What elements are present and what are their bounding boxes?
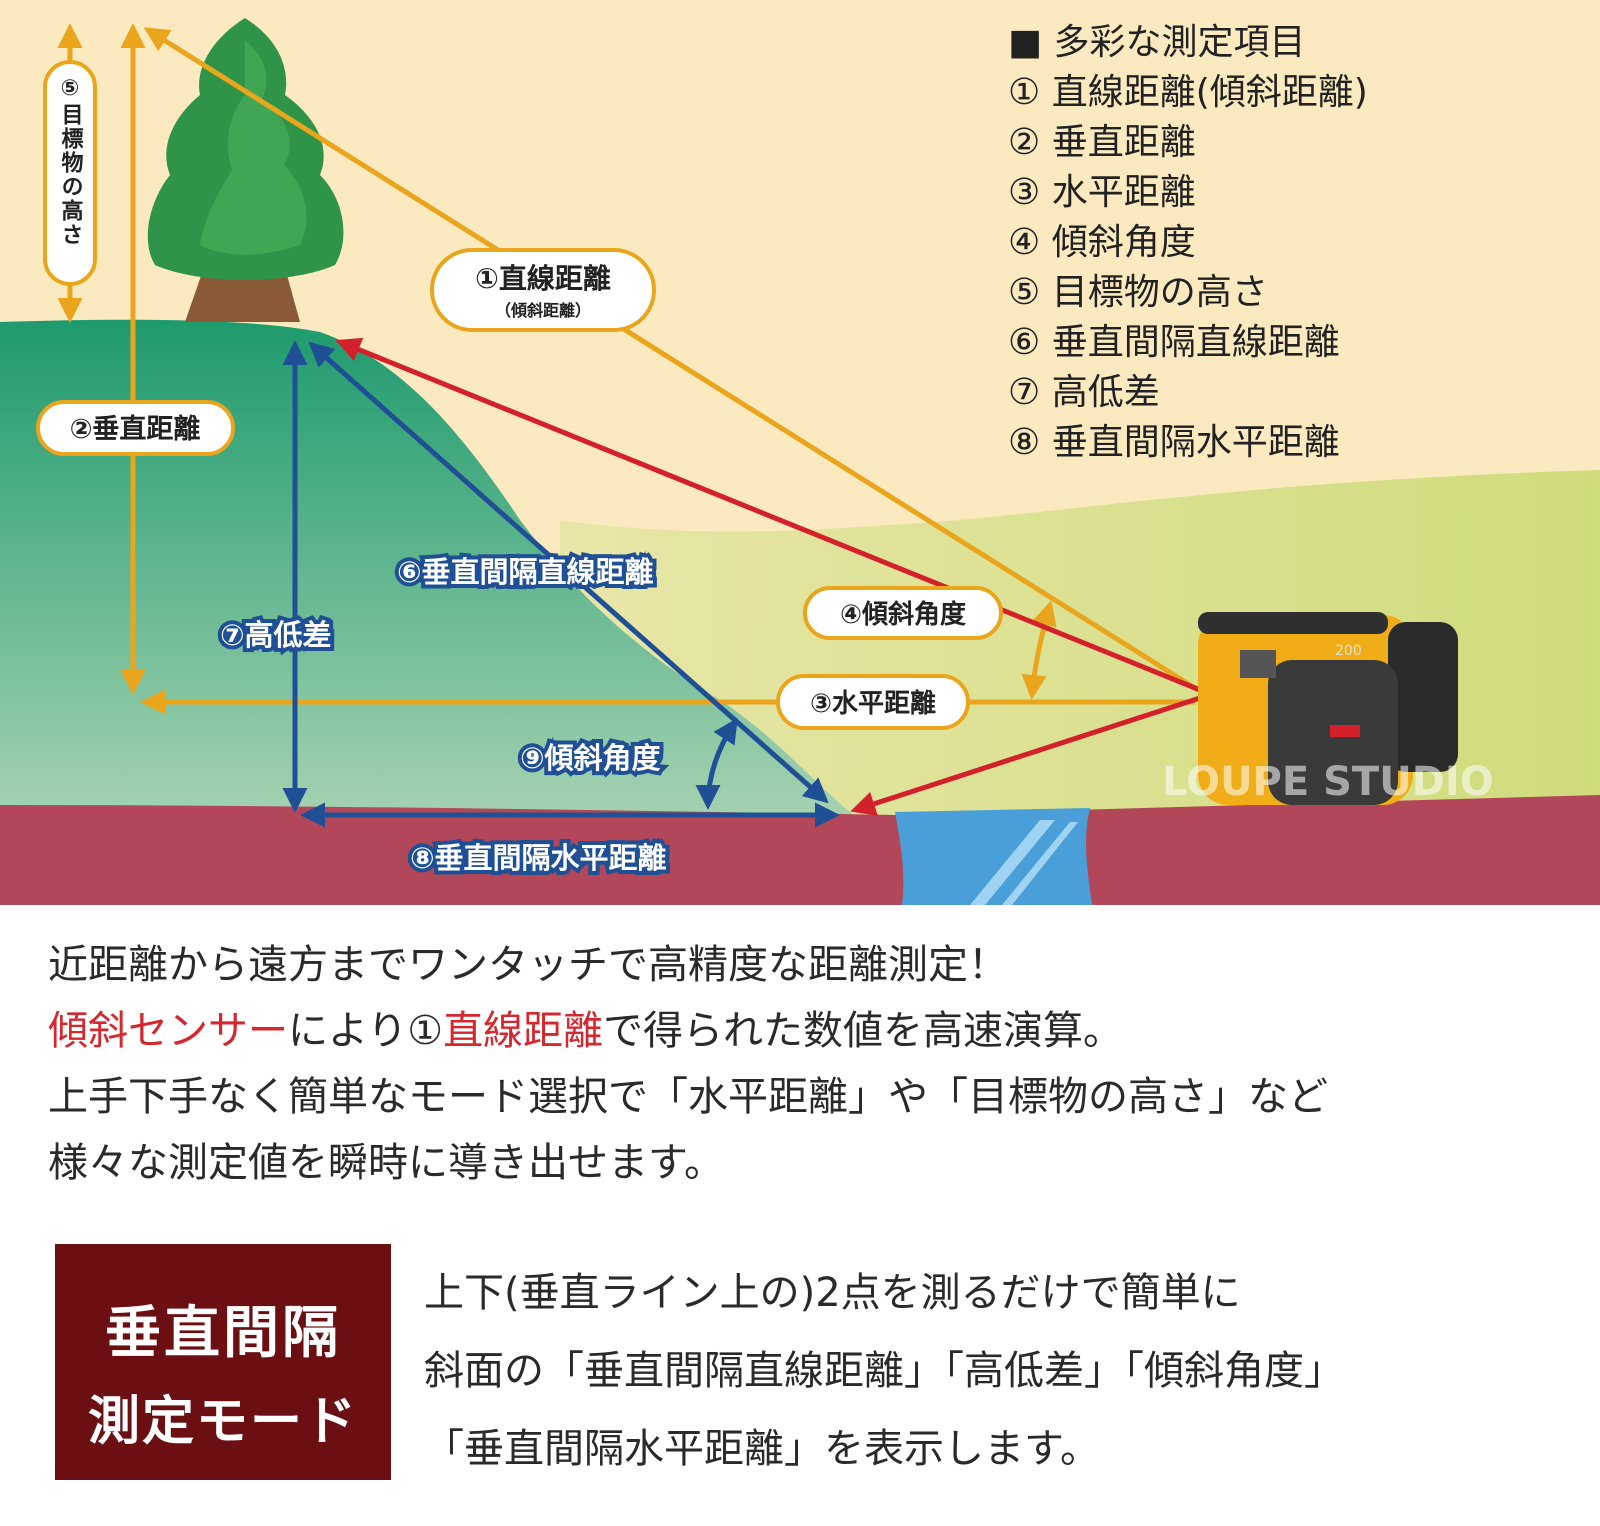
legend-item: ⑦ 高低差 (1008, 372, 1160, 413)
description-line-2-end: で得られた数値を高速演算。 (603, 1008, 1124, 1054)
mode-description-line-1: 上下(垂直ライン上の)2点を測るだけで簡単に (424, 1270, 1241, 1316)
vertical-interval-horizontal-text: ⑧垂直間隔水平距離 (410, 841, 667, 875)
legend-title: ■ 多彩な測定項目 (1008, 22, 1306, 63)
legend-item: ① 直線距離(傾斜距離) (1008, 72, 1368, 113)
legend-item: ⑧ 垂直間隔水平距離 (1008, 422, 1340, 463)
incline-angle-text: ④傾斜角度 (840, 599, 966, 630)
legend-item: ⑤ 目標物の高さ (1008, 272, 1268, 313)
straight-distance-text: ①直線距離 (475, 262, 611, 295)
description-line-1: 近距離から遠方までワンタッチで高精度な距離測定！ (48, 942, 1008, 988)
description-line-2: 傾斜センサーにより①直線距離で得られた数値を高速演算。 (48, 998, 1588, 1064)
measurement-diagram: 200 LOUPE STUDIO ⑤目標物の高さ ①直線距離 （傾斜距離） ②垂… (0, 0, 1600, 905)
vertical-distance-text: ②垂直距離 (70, 413, 201, 445)
mode-description-line-2: 斜面の「垂直間隔直線距離」「高低差」「傾斜角度」 (424, 1348, 1344, 1394)
laser-line-bottom (850, 695, 1201, 816)
mode-description: 上下(垂直ライン上の)2点を測るだけで簡単に 斜面の「垂直間隔直線距離」「高低差… (424, 1254, 1574, 1488)
watermark: LOUPE STUDIO (1162, 759, 1494, 805)
mode-title-1: 垂直間隔 (105, 1301, 341, 1366)
mode-title-2: 測定モード (87, 1392, 358, 1452)
horizontal-distance-text: ③水平距離 (810, 688, 936, 719)
label-vertical-distance: ②垂直距離 (36, 400, 235, 456)
incline-sensor-highlight: 傾斜センサー (48, 1008, 288, 1054)
mode-description-line-3: 「垂直間隔水平距離」を表示します。 (424, 1426, 1100, 1472)
device-badge: 200 (1335, 643, 1362, 659)
legend-item: ④ 傾斜角度 (1008, 222, 1196, 263)
target-height-text: ⑤目標物の高さ (58, 76, 84, 247)
label-horizontal-distance: ③水平距離 (776, 674, 970, 730)
height-difference-text: ⑦高低差 (220, 618, 332, 652)
label-target-height: ⑤目標物の高さ (43, 60, 97, 286)
water-highlight (1002, 822, 1078, 905)
tree (147, 18, 344, 322)
description-line-2-mid: により① (288, 1008, 444, 1054)
description-line-3: 上手下手なく簡単なモード選択で「水平距離」や「目標物の高さ」など (48, 1074, 1328, 1120)
incline-angle-9-text: ⑨傾斜角度 (520, 741, 661, 775)
legend-item: ② 垂直距離 (1008, 122, 1196, 163)
vertical-interval-straight-text: ⑥垂直間隔直線距離 (397, 555, 654, 589)
legend-item: ⑥ 垂直間隔直線距離 (1008, 322, 1340, 363)
rangefinder-device: 200 (1198, 612, 1458, 805)
water-highlight (970, 820, 1055, 905)
incline-angle-arc (1021, 600, 1057, 700)
straight-distance-subtext: （傾斜距離） (495, 301, 591, 320)
description-line-4: 様々な測定値を瞬時に導き出せます。 (48, 1140, 724, 1186)
label-incline-angle: ④傾斜角度 (803, 586, 1003, 640)
vertical-interval-straight-line (308, 341, 829, 804)
straight-distance-highlight: 直線距離 (443, 1008, 604, 1054)
measurement-items-legend: ■ 多彩な測定項目 ① 直線距離(傾斜距離) ② 垂直距離 ③ 水平距離 ④ 傾… (1008, 18, 1568, 468)
description: 近距離から遠方までワンタッチで高精度な距離測定！ 傾斜センサーにより①直線距離で… (48, 932, 1588, 1196)
incline-angle-9-arc (695, 717, 738, 810)
legend-item: ③ 水平距離 (1008, 172, 1196, 213)
label-straight-distance: ①直線距離 （傾斜距離） (430, 248, 656, 332)
vertical-interval-mode-badge: 垂直間隔 測定モード (55, 1244, 391, 1480)
